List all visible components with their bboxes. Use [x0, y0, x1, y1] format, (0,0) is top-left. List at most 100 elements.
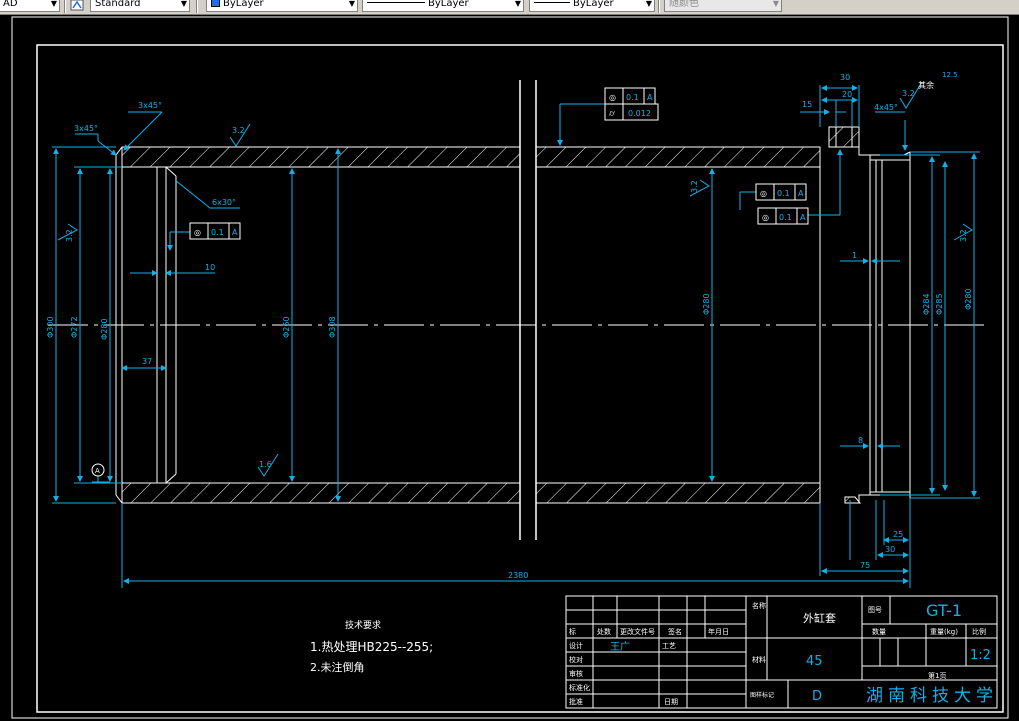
dim-left-roughness-side: 3.2 [65, 229, 74, 242]
tb-sheet: 第1页 [928, 671, 946, 680]
chevron-down-icon: ▼ [514, 0, 521, 8]
tb-scale: 1:2 [970, 648, 991, 663]
linetype-dropdown[interactable]: ByLayer ▼ [362, 0, 524, 12]
dim-right-1: 1 [852, 251, 857, 260]
dim-diameter-300: Φ300 [46, 316, 55, 338]
properties-toolbar: AD ▼ Standard ▼ ByLayer ▼ ByLayer ▼ ByLayer ▼… [0, 0, 1019, 15]
tb-material-label: 材料 [752, 655, 766, 664]
notes-line2: 2.未注倒角 [310, 660, 365, 674]
tb-class-label: 图样标记 [750, 691, 774, 699]
tol-right1-symbol: ◎ [760, 189, 767, 198]
color-value: ByLayer [223, 0, 264, 9]
dim-right-other: 其余 [918, 80, 934, 90]
chevron-down-icon: ▼ [645, 0, 652, 8]
plot-style-value: 随颜色 [669, 0, 699, 9]
text-style-dropdown[interactable]: Standard ▼ [90, 0, 190, 12]
chevron-down-icon: ▼ [50, 0, 57, 8]
dim-right-roughness: 3.2 [902, 89, 915, 98]
tol-left-value: 0.1 [211, 228, 224, 237]
dim-right-125: 12.5 [942, 71, 958, 79]
dim-right-chamfer: 4x45° [874, 103, 898, 112]
toolbar-separator [658, 0, 660, 13]
tb-header-date: 年月日 [708, 627, 729, 636]
tol-top-flat-symbol: ◎ [609, 93, 616, 102]
dim-diameter-272: Φ272 [70, 316, 79, 338]
tb-header-mark: 标 [569, 627, 576, 636]
dimension-lines [52, 85, 980, 588]
linetype-sample-icon [367, 2, 425, 3]
lineweight-value: ByLayer [573, 0, 614, 9]
tb-check-label: 校对 [569, 655, 583, 664]
dim-step-10: 10 [205, 263, 215, 272]
tb-date-label: 日期 [664, 698, 678, 706]
tb-header-doc: 更改文件号 [620, 627, 655, 636]
dim-diameter-280-mid: Φ280 [702, 293, 711, 315]
tol-top-flat-value: 0.1 [626, 93, 639, 102]
tb-approve-label: 批准 [569, 697, 583, 706]
dim-diameter-280-right: Φ280 [964, 288, 973, 310]
workspace-value: AD [3, 0, 18, 9]
tb-proc-label: 工艺 [662, 642, 676, 650]
text-style-icon[interactable] [70, 0, 84, 11]
toolbar-separator [64, 0, 66, 13]
title-block [565, 595, 998, 709]
hatch-top-left [121, 146, 521, 168]
tb-review-label: 审核 [569, 669, 583, 678]
chevron-down-icon: ▼ [772, 0, 779, 8]
chevron-down-icon: ▼ [348, 0, 355, 8]
dim-diameter-308: Φ308 [328, 316, 337, 338]
tb-drawno: GT-1 [926, 601, 962, 620]
hatch-bottom-left [121, 482, 521, 504]
dim-right-15: 15 [802, 100, 812, 109]
dim-diameter-285: Φ285 [935, 293, 944, 315]
dim-length-30: 30 [885, 545, 895, 554]
dim-right-8: 8 [858, 436, 863, 445]
dim-step-37: 37 [142, 357, 152, 366]
text-style-value: Standard [95, 0, 141, 9]
oil-hole-boss [828, 126, 860, 148]
dimension-text: 3x45° 3x45° 3.2 3.2 6x30° Φ300 Φ272 Φ280… [46, 71, 973, 580]
datum-circle-icon [91, 463, 105, 477]
drawing-frame [36, 44, 1004, 713]
linetype-value: ByLayer [428, 0, 469, 9]
plot-style-dropdown[interactable]: 随颜色 ▼ [664, 0, 782, 12]
tb-std-label: 标准化 [569, 683, 590, 692]
hatch-bottom-right [535, 482, 821, 504]
dim-roughness-16: 1.6 [259, 460, 272, 469]
dim-length-25: 25 [893, 530, 903, 539]
dim-right-roughness-side: 3.2 [959, 229, 968, 242]
dim-diameter-280-left: Φ280 [100, 318, 109, 340]
paper-border [11, 16, 1009, 719]
tol-left-datum: A [232, 228, 238, 237]
tol-right2-symbol: ◎ [762, 213, 769, 222]
tolerance-frames [189, 87, 809, 240]
dim-left-chamfer-outer: 3x45° [74, 124, 98, 133]
toolbar-separator [196, 0, 198, 13]
title-block-text: 标 处数 更改文件号 签名 年月日 设计 王广 工艺 校对 审核 标准化 批准 … [569, 601, 998, 706]
dim-length-75: 75 [860, 561, 870, 570]
chevron-down-icon: ▼ [180, 0, 187, 8]
datum-a-label: A [95, 467, 100, 475]
workspace-dropdown[interactable]: AD ▼ [0, 0, 60, 12]
chamfer-top-left [115, 146, 123, 156]
tol-top-run-symbol: ⌭ [609, 109, 615, 118]
tol-right2-value: 0.1 [779, 213, 792, 222]
notes-heading: 技术要求 [345, 619, 381, 631]
tb-drawno-label: 图号 [868, 606, 882, 614]
dim-length-total: 2380 [508, 571, 528, 580]
drawing-canvas[interactable]: ◎ 0.1 A ⌭ 0.012 ◎ 0.1 A ◎ 0.1 A ◎ 0.1 A … [0, 15, 1019, 721]
tol-right1-datum: A [798, 189, 804, 198]
color-dropdown[interactable]: ByLayer ▼ [206, 0, 358, 12]
tb-school: 湖南科技大学 [866, 686, 998, 706]
tb-header-sign: 签名 [668, 627, 682, 636]
tb-qty-label: 数量 [872, 627, 886, 636]
hatch-top-right [535, 146, 821, 168]
lineweight-dropdown[interactable]: ByLayer ▼ [529, 0, 655, 12]
tb-scale-label: 比例 [972, 627, 986, 636]
lineweight-sample-icon [534, 2, 570, 3]
tb-weight-label: 重量(kg) [930, 628, 958, 636]
roughness-symbols [57, 81, 973, 477]
technical-notes: 技术要求 1.热处理HB225--255; 2.未注倒角 [310, 619, 433, 674]
dim-right-20: 20 [842, 90, 852, 99]
tb-header-count: 处数 [597, 627, 611, 636]
